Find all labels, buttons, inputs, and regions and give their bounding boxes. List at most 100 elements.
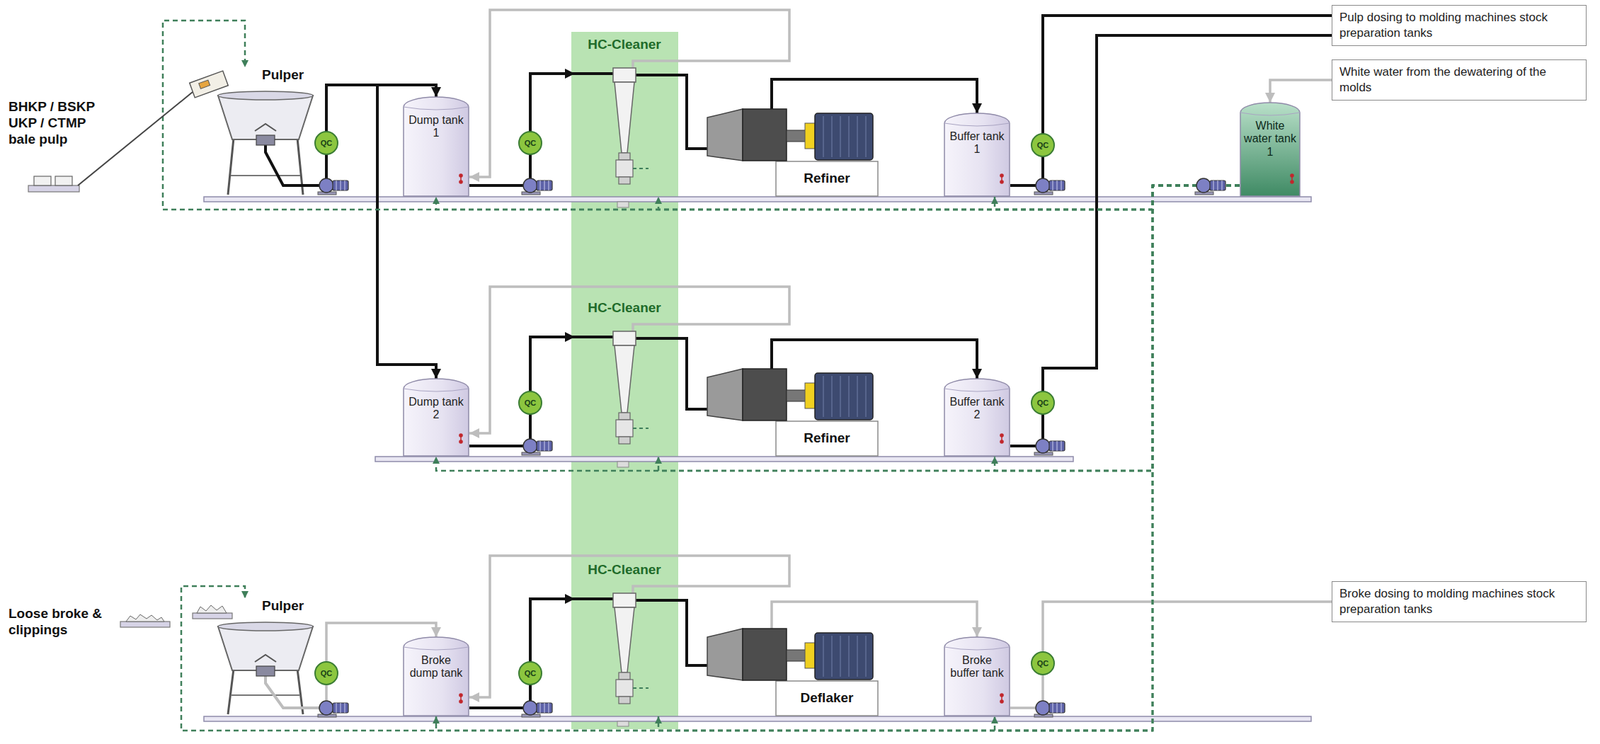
tank-outline: [403, 378, 469, 456]
tank-outline: [1240, 102, 1300, 197]
bale-conveyor: [198, 80, 211, 89]
cleaner-band: [571, 31, 679, 730]
tank-outline: [403, 647, 469, 650]
tank-label: Broke dump tank: [405, 654, 467, 681]
input-label-area: Loose broke & clippings: [8, 606, 105, 639]
refiner: Refiner: [698, 353, 878, 457]
drain: [617, 721, 629, 727]
hc-label-area: HC-Cleaner: [574, 36, 674, 54]
pulper-drawing: [254, 654, 277, 662]
tank-label-area: Dump tank 2: [405, 395, 467, 422]
refiner-drawing: [742, 628, 787, 681]
tank-label-area: Broke dump tank: [405, 654, 467, 681]
hc-cleaner-drawing: [613, 593, 636, 608]
pulper-drawing: [265, 674, 319, 708]
refiner-label-area: Refiner: [775, 421, 878, 456]
pulper-drawing: [218, 626, 313, 671]
bale-conveyor: [55, 176, 73, 186]
pulper: Pulper: [212, 67, 319, 197]
hc-cleaner-drawing: [615, 419, 633, 437]
hc-cleaner-drawing: [632, 586, 674, 594]
pulper-drawing: [254, 123, 277, 131]
bale-conveyor: [28, 70, 228, 192]
water-line: [162, 20, 1240, 210]
refiner-drawing: [775, 161, 878, 197]
equipment-label: Pulper: [261, 67, 304, 84]
hc-cleaner-drawing: [618, 176, 631, 185]
tank: Dump tank 2: [402, 378, 470, 457]
broke-conveyor: [120, 605, 233, 628]
pulper-drawing: [227, 138, 234, 195]
quality-sensor: QC: [518, 390, 543, 415]
refiner-drawing: [865, 635, 866, 677]
pipe-line: [1010, 35, 1332, 447]
tank-label-area: Buffer tank 1: [946, 130, 1008, 157]
floor: [203, 196, 1312, 202]
broke-conveyor: [192, 613, 233, 619]
refiner-drawing: [770, 353, 774, 371]
note-text: Broke dosing to molding machines stock p…: [1339, 586, 1579, 618]
hc-cleaner-drawing: [614, 345, 635, 413]
refiner-drawing: [856, 635, 858, 677]
tank-outline: [1001, 695, 1003, 702]
qc-label: QC: [524, 669, 537, 678]
water-line: [436, 185, 1240, 471]
hc-cleaner-drawing: [618, 672, 631, 680]
quality-sensor: QC: [1030, 390, 1055, 415]
hc-cleaner-drawing: [632, 687, 649, 689]
quality-sensor: QC: [314, 661, 339, 686]
refiner-drawing: [848, 375, 849, 417]
pulper-drawing: [265, 143, 319, 186]
pulper-label-area: Pulper: [261, 67, 304, 84]
pipe-line: [469, 9, 790, 177]
refiner-drawing: [839, 635, 841, 677]
refiner-drawing: [831, 375, 832, 417]
bale-conveyor: [28, 185, 80, 192]
qc-label: QC: [1037, 141, 1050, 150]
pipe-line: [1270, 80, 1332, 103]
tank-label: Dump tank 2: [405, 395, 467, 422]
refiner-drawing: [839, 375, 841, 417]
refiner-drawing: [804, 123, 815, 149]
refiner-drawing: [814, 113, 873, 160]
tank-label: Dump tank 1: [405, 113, 467, 141]
pulper-drawing: [218, 95, 313, 140]
refiner-drawing: [698, 93, 878, 197]
qc-label: QC: [1037, 399, 1050, 408]
water-line: [181, 185, 1240, 731]
refiner-drawing: [839, 116, 841, 158]
input-label-area: BHKP / BSKP UKP / CTMP bale pulp: [8, 99, 115, 148]
pulper-drawing: [230, 694, 301, 696]
tank: Broke buffer tank: [943, 637, 1011, 717]
quality-sensor: QC: [518, 661, 543, 686]
note-text: White water from the dewatering of the m…: [1339, 64, 1579, 96]
tank-outline: [460, 695, 462, 702]
water-line: [994, 185, 1240, 731]
water-line: [994, 185, 1240, 471]
pipe-line: [771, 601, 977, 638]
pipe-line: [1010, 601, 1332, 708]
refiner-drawing: [856, 116, 858, 158]
tank-outline: [460, 175, 462, 182]
tank: Broke dump tank: [402, 637, 470, 717]
tank-label: Broke buffer tank: [946, 654, 1008, 681]
hc-label-area: HC-Cleaner: [574, 300, 674, 317]
hc-cleaner-drawing: [574, 335, 615, 339]
pulper: Pulper: [212, 598, 319, 717]
water-line: [436, 185, 1240, 731]
refiner-label-area: Refiner: [775, 161, 878, 197]
refiner-label-area: Deflaker: [775, 681, 878, 716]
hc-cleaner-drawing: [618, 696, 631, 704]
tank-outline: [460, 435, 462, 442]
pulper-drawing: [218, 91, 313, 100]
refiner-drawing: [698, 353, 878, 457]
refiner-drawing: [814, 632, 873, 680]
hc-cleaner-drawing: [634, 73, 674, 77]
refiner-drawing: [814, 373, 873, 420]
tank-outline: [403, 637, 469, 716]
pump-symbol: [317, 178, 1226, 718]
refiner-drawing: [707, 368, 743, 421]
pulper-drawing: [212, 67, 319, 197]
hc-cleaner-drawing: [574, 597, 615, 601]
equipment-label: Refiner: [803, 170, 850, 187]
